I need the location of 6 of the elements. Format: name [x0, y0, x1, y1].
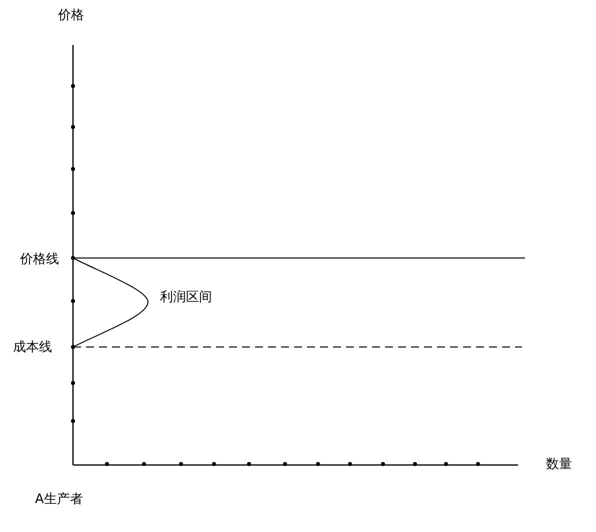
chart-caption: A生产者 — [35, 492, 83, 508]
line-label: 价格线 — [20, 252, 59, 268]
line-label: 成本线 — [13, 340, 52, 356]
region-label: 利润区间 — [160, 290, 212, 306]
axis-title: 数量 — [546, 457, 572, 473]
axis-title: 价格 — [58, 8, 84, 24]
